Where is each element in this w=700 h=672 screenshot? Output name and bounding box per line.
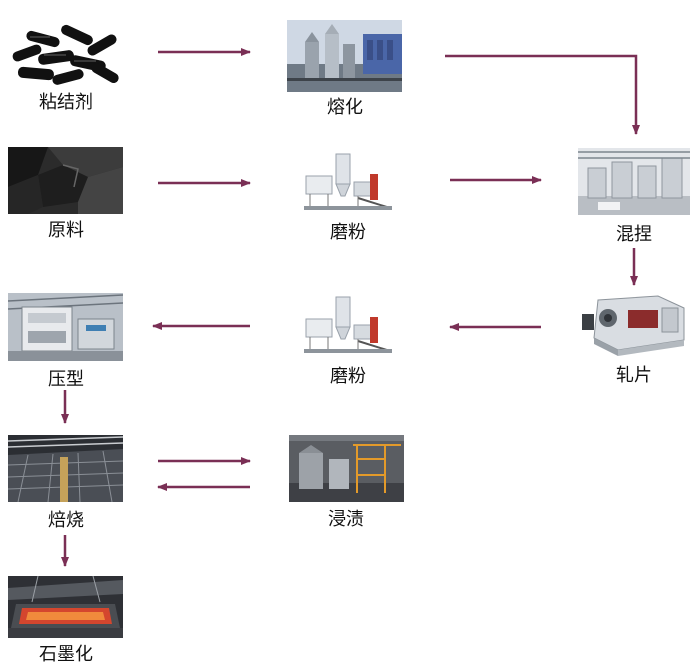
- binder-image: [8, 22, 123, 86]
- label-melting: 熔化: [327, 97, 363, 118]
- arrow-melting-to-kneading: [445, 54, 640, 135]
- label-binder: 粘结剂: [39, 92, 93, 113]
- pressing-image: [8, 293, 123, 361]
- label-grind2: 磨粉: [330, 366, 366, 387]
- label-impregnation: 浸渍: [328, 509, 364, 530]
- grind2-image: [298, 293, 398, 359]
- label-rolling: 轧片: [616, 365, 652, 386]
- graphitization-image: [8, 576, 123, 638]
- rolling-image: [578, 290, 690, 358]
- melting-image: [287, 20, 402, 92]
- grind1-image: [298, 150, 398, 216]
- label-raw: 原料: [48, 220, 84, 241]
- raw-image: [8, 147, 123, 214]
- kneading-image: [578, 148, 690, 215]
- label-kneading: 混捏: [616, 224, 652, 245]
- label-graphitization: 石墨化: [39, 644, 93, 665]
- impregnation-image: [289, 435, 404, 502]
- label-grind1: 磨粉: [330, 222, 366, 243]
- baking-image: [8, 435, 123, 502]
- label-baking: 焙烧: [48, 510, 84, 531]
- label-pressing: 压型: [48, 369, 84, 390]
